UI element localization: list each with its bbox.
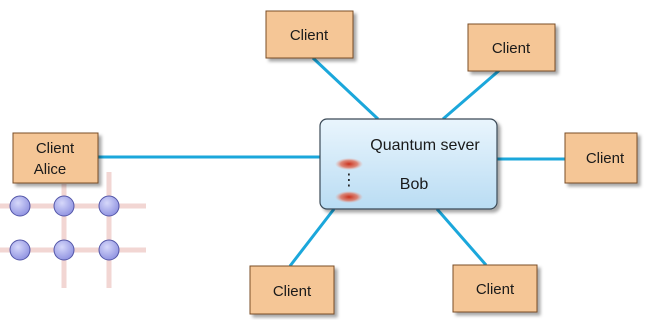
qubit-node (98, 239, 120, 261)
client-alice: Client Alice (12, 132, 99, 184)
qubit-node (98, 195, 120, 217)
client-box (467, 23, 556, 72)
client-label: Client (273, 283, 312, 300)
qubit-node (9, 239, 31, 261)
qubit-node (53, 239, 75, 261)
client-box (12, 132, 99, 184)
client-top-right: Client (467, 23, 556, 72)
client-box (564, 132, 638, 184)
client-label: Client (586, 150, 625, 167)
server-ellipsis: ⋮ (341, 172, 357, 189)
client-top-center: Client (265, 10, 354, 59)
client-sublabel: Alice (34, 161, 67, 178)
server-label: Bob (400, 176, 429, 193)
client-label: Client (492, 40, 531, 57)
link-top-right (442, 66, 503, 121)
client-label: Client (476, 281, 515, 298)
links (98, 56, 565, 267)
qubit-node (9, 195, 31, 217)
quantum-server: Quantum sever ⋮ Bob (319, 118, 498, 210)
qubit-node (53, 195, 75, 217)
client-box (452, 264, 538, 313)
link-bottom-center (288, 208, 336, 267)
link-bottom-right (435, 208, 488, 266)
client-right: Client (564, 132, 638, 184)
client-label: Client (290, 27, 329, 44)
client-box (249, 265, 335, 315)
client-bottom-center: Client (249, 265, 335, 315)
server-box (319, 118, 498, 210)
entangled-blob-top (335, 158, 363, 170)
client-box (265, 10, 354, 59)
qubit-lattice (0, 172, 146, 288)
entangled-blob-bottom (335, 191, 363, 203)
client-bottom-right: Client (452, 264, 538, 313)
server-title: Quantum sever (370, 137, 480, 154)
client-label: Client (36, 140, 75, 157)
link-top-center (311, 56, 380, 121)
